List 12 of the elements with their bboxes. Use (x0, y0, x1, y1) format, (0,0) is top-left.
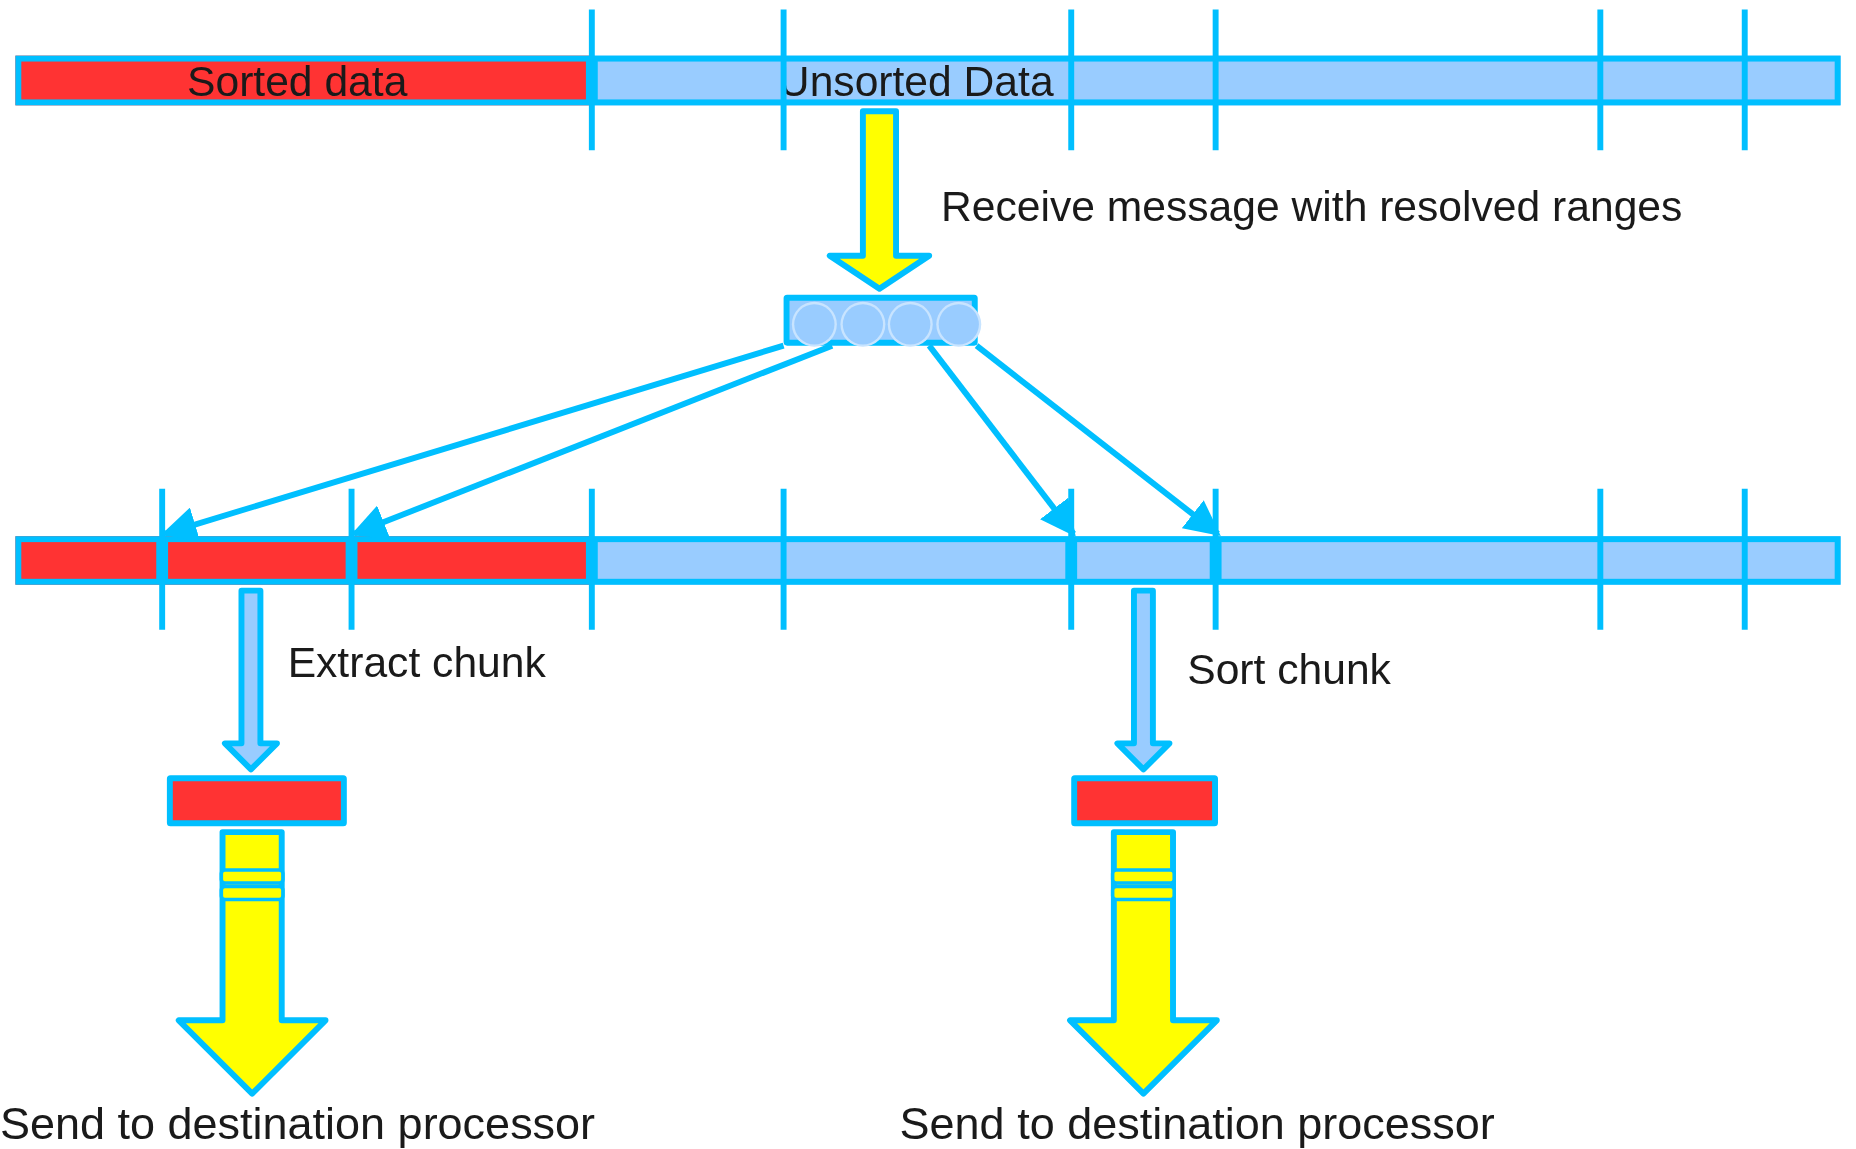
message-box (783, 294, 978, 346)
segment-label: Sorted data (187, 58, 408, 106)
chunk-box (1071, 775, 1218, 827)
bar-segment (15, 55, 592, 106)
arrow (1114, 587, 1173, 773)
caption-text: Send to destination processor (0, 1099, 596, 1147)
caption-text: Send to destination processor (899, 1099, 1495, 1147)
arrow (926, 343, 1076, 537)
arrow (221, 587, 280, 773)
chunk-box (166, 775, 347, 827)
arrow (974, 343, 1221, 537)
arrow (826, 108, 933, 292)
